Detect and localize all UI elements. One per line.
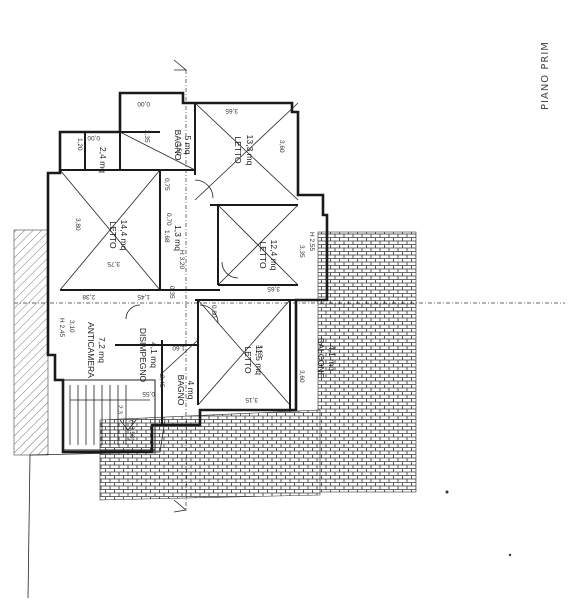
room-area-bagno-top: 5 mq xyxy=(183,136,193,155)
room-area-letto-top: 13,3 mq xyxy=(245,135,255,166)
dim-label: 2,35 xyxy=(143,130,150,143)
dim-label: 3,35 xyxy=(298,245,305,258)
door-swing-2 xyxy=(221,261,239,279)
section-marker-bottom xyxy=(173,499,187,513)
room-name-letto-top: LETTO xyxy=(233,136,243,164)
room-name-letto-mid: LETTO xyxy=(258,241,268,269)
dim-label: 0,35 xyxy=(168,286,175,299)
dim-label: 3,10 xyxy=(68,320,75,333)
room-name-letto-bottom: LETTO xyxy=(243,346,253,374)
dim-label: 3,60 xyxy=(278,140,285,153)
dim-label: 3,65 xyxy=(225,107,238,114)
room-area-wc: 2,4 mq xyxy=(98,147,108,173)
dim-label: 3,15 xyxy=(245,396,258,403)
dim-label: 0,80 xyxy=(210,305,217,318)
roof-tiles-right xyxy=(317,231,417,493)
dim-label: 1,45 xyxy=(137,293,150,300)
room-name-balcone: BALCONE xyxy=(316,338,326,379)
dim-label: H 3,20 xyxy=(178,250,185,270)
room-diagonals xyxy=(59,102,299,406)
dim-label: 3,50 xyxy=(175,143,182,156)
dim-label: 0,55 xyxy=(142,390,155,397)
staircase xyxy=(62,379,156,451)
dim-label: 2,38 xyxy=(82,293,95,300)
dim-label: H 2,55 xyxy=(308,232,315,252)
door-swing-1 xyxy=(194,179,214,199)
dim-label: 2,3 xyxy=(116,405,123,414)
section-marker-top xyxy=(173,59,188,71)
exterior-walls xyxy=(46,91,329,454)
dim-label: 0,70 xyxy=(165,213,172,226)
room-area-balcone: 4,1 mq xyxy=(327,345,337,371)
site-boundary-line xyxy=(27,419,166,599)
dim-label: 3,80 xyxy=(74,218,81,231)
room-area-letto-mid: 12,4 mq xyxy=(269,240,279,271)
room-name-disimpegno: DISIMPEGNO xyxy=(138,328,148,383)
room-area-anticamera: 7,2 mq xyxy=(97,337,107,363)
survey-point xyxy=(445,490,449,494)
dim-label: 1,60 xyxy=(172,344,185,351)
room-area-bagno-bottom: 4 mq xyxy=(186,381,196,400)
room-area-letto-left: 14,4 mq xyxy=(119,220,129,251)
dim-label: 1,20 xyxy=(76,138,83,151)
survey-point xyxy=(508,553,512,557)
room-area-disimpegno: 4,1 mq xyxy=(149,342,159,368)
dim-label: 0,75 xyxy=(163,178,170,191)
dim-label: 2,45 xyxy=(158,375,165,388)
dim-label: 0,00 xyxy=(87,134,100,141)
room-area-closet: 1,3 mq xyxy=(173,225,183,251)
dim-label: H 2,45 xyxy=(58,318,65,338)
dim-label: 3,60 xyxy=(298,370,305,383)
room-name-anticamera: ANTICAMERA xyxy=(86,322,96,378)
room-area-letto-bottom: 11,5 mq xyxy=(254,345,264,375)
room-name-letto-left: LETTO xyxy=(108,221,118,249)
door-swing-4 xyxy=(125,304,141,320)
dim-label: (+8,50) xyxy=(128,420,135,441)
dim-label: 3,75 xyxy=(107,260,120,267)
dim-label: 1,68 xyxy=(163,230,170,243)
sheet-title: PIANO PRIM xyxy=(540,41,551,110)
hatched-boundary-wall xyxy=(13,229,49,456)
interior-walls xyxy=(60,103,298,425)
room-name-bagno-bottom: BAGNO xyxy=(176,375,186,406)
dim-label: 0,00 xyxy=(137,100,150,107)
dim-label: 3,65 xyxy=(256,345,263,358)
room-name-bagno-top: BAGNO xyxy=(173,130,183,161)
dim-label: 3,65 xyxy=(267,285,280,292)
